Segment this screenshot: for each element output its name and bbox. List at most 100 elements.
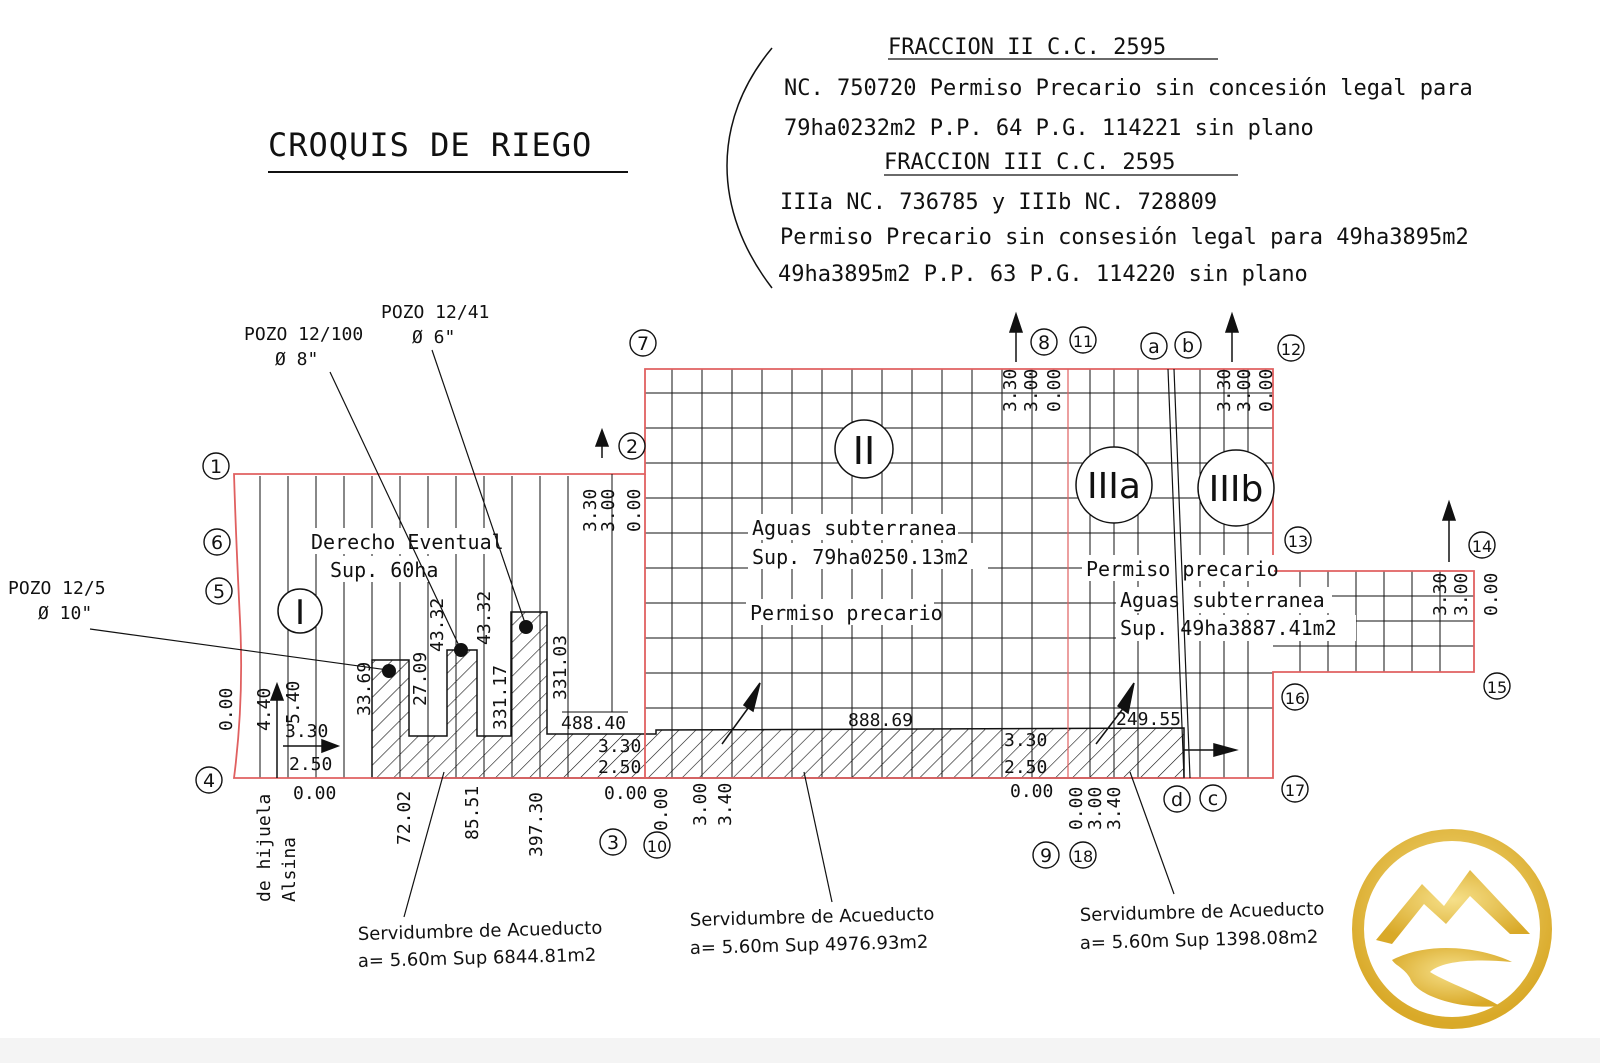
dim-3369: 33.69 (354, 662, 375, 716)
hijuela-line2: Alsina (279, 837, 300, 902)
dim-n2-300: 3.00 (598, 489, 619, 532)
well-1-diam: Ø 8" (275, 349, 318, 370)
point-label-3: 3 (607, 832, 619, 854)
dim-bl-250: 2.50 (289, 754, 332, 775)
dim-n2-330: 3.30 (580, 489, 601, 532)
frac3-line1: IIIa NC. 736785 y IIIb NC. 728809 (780, 190, 1217, 215)
dim-bl-330: 3.30 (285, 721, 328, 742)
point-label-1: 1 (210, 456, 222, 478)
arrow-east-head (1213, 743, 1239, 757)
well-3-leader (89, 628, 389, 671)
point-label-13: 13 (1288, 532, 1308, 551)
dim-left-540: 5.40 (283, 681, 304, 724)
servidumbre-hatch (371, 611, 1185, 779)
serv-3-line1: Servidumbre de Acueducto (1080, 899, 1325, 926)
frac2-heading: FRACCION II C.C. 2595 (888, 35, 1166, 60)
mountain-logo-icon (1352, 829, 1552, 1029)
dim-p18-000: 0.00 (1066, 787, 1087, 830)
dim-88869: 888.69 (848, 710, 913, 731)
zone-IIIb-circle (1197, 449, 1275, 527)
dim-left-440: 4.40 (254, 688, 275, 731)
dim-r-000: 0.00 (1010, 781, 1053, 802)
dim-33117: 331.17 (490, 665, 511, 730)
dim-33103: 331.03 (550, 635, 571, 700)
serv-2-leader (803, 771, 833, 903)
serv-1-line1: Servidumbre de Acueducto (358, 918, 603, 945)
point-marker-14 (1468, 531, 1496, 559)
zone-II-text1: Aguas subterranea (752, 516, 957, 540)
point-marker-5 (205, 577, 233, 605)
arrow-flow-2-head (1116, 682, 1135, 715)
point-label-5: 5 (213, 581, 225, 603)
well-3-dot (382, 664, 396, 678)
point-label-2: 2 (626, 436, 638, 458)
point-marker-13 (1284, 526, 1312, 554)
dim-p18-300: 3.00 (1085, 787, 1106, 830)
zone-II-text3: Permiso precario (750, 601, 943, 625)
dim-p10-000: 0.00 (651, 788, 672, 831)
well-2-diam: Ø 6" (412, 327, 455, 348)
dim-p12-330: 3.30 (1214, 369, 1235, 412)
zone-II-text2: Sup. 79ha0250.13m2 (752, 545, 969, 569)
arrow-inlet-head (321, 738, 341, 754)
arrow-hijuela-head (269, 681, 285, 701)
well-2-name: POZO 12/41 (381, 302, 489, 323)
dim-p12-000: 0.00 (1256, 369, 1277, 412)
arrow-n2-head (594, 427, 610, 447)
serv-3-leader (1129, 771, 1175, 895)
point-label-4: 4 (203, 770, 215, 792)
dim-n2-000: 0.00 (624, 489, 645, 532)
channel-line-2 (1173, 368, 1191, 779)
well-1-name: POZO 12/100 (244, 324, 363, 345)
point-label-6: 6 (211, 532, 223, 554)
point-marker-4 (195, 766, 223, 794)
frac3-line3: 49ha3895m2 P.P. 63 P.G. 114220 sin plano (778, 262, 1308, 287)
point-marker-b (1174, 331, 1202, 359)
point-marker-a (1140, 332, 1168, 360)
point-marker-1 (202, 452, 230, 480)
dim-mid-000: 0.00 (604, 783, 647, 804)
dim-39730: 397.30 (526, 792, 547, 857)
well-1-dot (454, 643, 468, 657)
point-marker-c (1199, 784, 1227, 812)
zone-I-circle (277, 588, 323, 634)
dim-mid-330: 3.30 (598, 736, 641, 757)
point-label-c: c (1208, 788, 1218, 810)
frac3-line2: Permiso Precario sin consesión legal par… (780, 225, 1469, 250)
dim-p10-300: 3.00 (690, 783, 711, 826)
arrow-n8-head (1008, 311, 1024, 333)
frac2-line1: NC. 750720 Permiso Precario sin concesió… (784, 76, 1473, 101)
point-label-17: 17 (1285, 781, 1305, 800)
dim-24955: 249.55 (1116, 709, 1181, 730)
dim-p12-300: 3.00 (1234, 369, 1255, 412)
point-label-18: 18 (1073, 847, 1093, 866)
point-marker-9 (1032, 841, 1060, 869)
point-marker-18 (1069, 841, 1097, 869)
dim-r-330: 3.30 (1004, 730, 1047, 751)
zone-III-text3: Sup. 49ha3887.41m2 (1120, 616, 1337, 640)
dim-mid-250: 2.50 (598, 757, 641, 778)
point-marker-16 (1281, 683, 1309, 711)
frac3-heading: FRACCION III C.C. 2595 (884, 150, 1175, 175)
drawing-title: CROQUIS DE RIEGO (268, 126, 592, 164)
point-marker-2 (618, 432, 646, 460)
zone-II-circle (834, 419, 894, 479)
zone-III-text2: Aguas subterranea (1120, 588, 1325, 612)
serv-2-line1: Servidumbre de Acueducto (690, 904, 935, 931)
dim-bl-000: 0.00 (293, 783, 336, 804)
point-label-15: 15 (1487, 678, 1507, 697)
frac2-line2: 79ha0232m2 P.P. 64 P.G. 114221 sin plano (784, 116, 1314, 141)
point-label-16: 16 (1285, 689, 1305, 708)
point-marker-17 (1281, 775, 1309, 803)
zone-II-label: II (853, 429, 875, 473)
point-marker-d (1163, 785, 1191, 813)
point-marker-15 (1483, 672, 1511, 700)
channel-line-1 (1167, 368, 1185, 779)
arrow-n14-head (1441, 499, 1457, 521)
header-bracket (726, 47, 773, 289)
zone-IIIb-label: IIIb (1209, 469, 1264, 510)
zone-IIIa-label: IIIa (1087, 466, 1141, 507)
point-marker-3 (599, 828, 627, 856)
